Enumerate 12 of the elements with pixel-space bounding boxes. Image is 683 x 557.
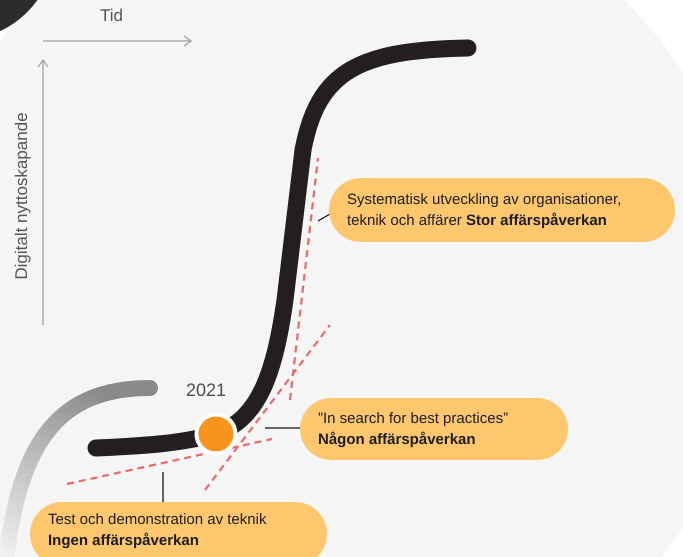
axis-label: Digitalt nyttoskapande bbox=[12, 111, 32, 282]
callout-text: Test och demonstration av teknik bbox=[48, 510, 268, 530]
leader-line bbox=[318, 213, 330, 222]
leader-line bbox=[265, 427, 300, 429]
callout-text: Ingen affärspåverkan bbox=[48, 531, 200, 551]
callout-bubble bbox=[30, 502, 327, 557]
leader-line bbox=[162, 472, 164, 502]
callout-text: Systematisk utveckling av organisationer, teknik och affärer Stor affärspåverkan bbox=[347, 190, 622, 231]
year-label: 2021 bbox=[186, 380, 226, 401]
axis-label: Tid bbox=[100, 6, 123, 26]
callout-text: ”In search for best practices” bbox=[318, 409, 510, 429]
callout-text: Någon affärspåverkan bbox=[318, 430, 477, 450]
